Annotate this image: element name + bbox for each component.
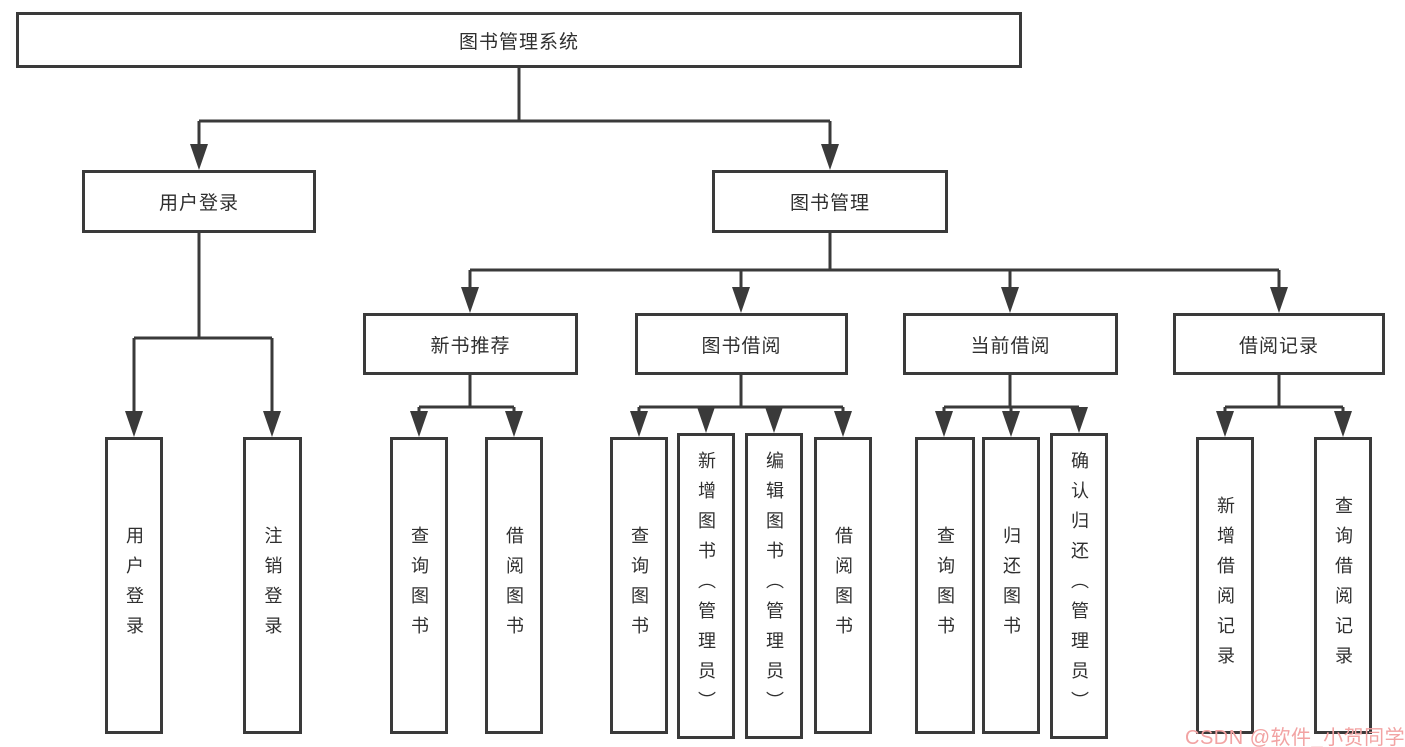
- node-label: 归还图书: [1001, 525, 1021, 646]
- node-borrowing-records: 借阅记录: [1173, 313, 1385, 375]
- node-label: 编辑图书（管理员）: [764, 451, 784, 721]
- leaf-query-books-borrow: 查询图书: [610, 437, 668, 734]
- node-book-borrowing: 图书借阅: [635, 313, 848, 375]
- leaf-query-books-current: 查询图书: [915, 437, 975, 734]
- leaf-borrow-books-recommend: 借阅图书: [485, 437, 543, 734]
- csdn-watermark: CSDN @软件_小贺同学: [1185, 727, 1405, 747]
- node-library-management-system: 图书管理系统: [16, 12, 1022, 68]
- node-label: 借阅图书: [833, 525, 853, 646]
- node-label: 查询图书: [409, 525, 429, 646]
- leaf-return-books: 归还图书: [982, 437, 1040, 734]
- node-label: 借阅记录: [1238, 335, 1319, 357]
- node-label: 查询借阅记录: [1333, 495, 1353, 676]
- node-label: 当前借阅: [970, 335, 1051, 357]
- node-label: 新增图书（管理员）: [696, 451, 716, 721]
- leaf-add-books-admin: 新增图书（管理员）: [677, 433, 735, 739]
- leaf-edit-books-admin: 编辑图书（管理员）: [745, 433, 803, 739]
- node-label: 图书借阅: [701, 335, 782, 357]
- arrowheads: [125, 144, 1352, 437]
- node-book-management: 图书管理: [712, 170, 948, 233]
- node-label: 用户登录: [124, 525, 144, 646]
- node-user-login: 用户登录: [82, 170, 316, 233]
- node-label: 借阅图书: [504, 525, 524, 646]
- node-label: 新书推荐: [430, 335, 511, 357]
- node-label: 查询图书: [629, 525, 649, 646]
- node-label: 图书管理: [789, 193, 870, 214]
- leaf-confirm-return-admin: 确认归还（管理员）: [1050, 433, 1108, 739]
- leaf-add-borrow-record: 新增借阅记录: [1196, 437, 1254, 734]
- leaf-logout: 注销登录: [243, 437, 302, 734]
- node-label: 用户登录: [158, 193, 239, 214]
- node-label: 新增借阅记录: [1215, 495, 1235, 676]
- node-current-borrowing: 当前借阅: [903, 313, 1118, 375]
- leaf-query-borrow-record: 查询借阅记录: [1314, 437, 1372, 734]
- node-label: 注销登录: [262, 525, 283, 646]
- node-label: 确认归还（管理员）: [1069, 451, 1089, 721]
- leaf-borrow-books-borrow: 借阅图书: [814, 437, 872, 734]
- node-label: 查询图书: [935, 525, 955, 646]
- leaf-query-books-recommend: 查询图书: [390, 437, 448, 734]
- node-new-book-recommendation: 新书推荐: [363, 313, 578, 375]
- leaf-user-login: 用户登录: [105, 437, 163, 734]
- node-label: 图书管理系统: [458, 31, 579, 53]
